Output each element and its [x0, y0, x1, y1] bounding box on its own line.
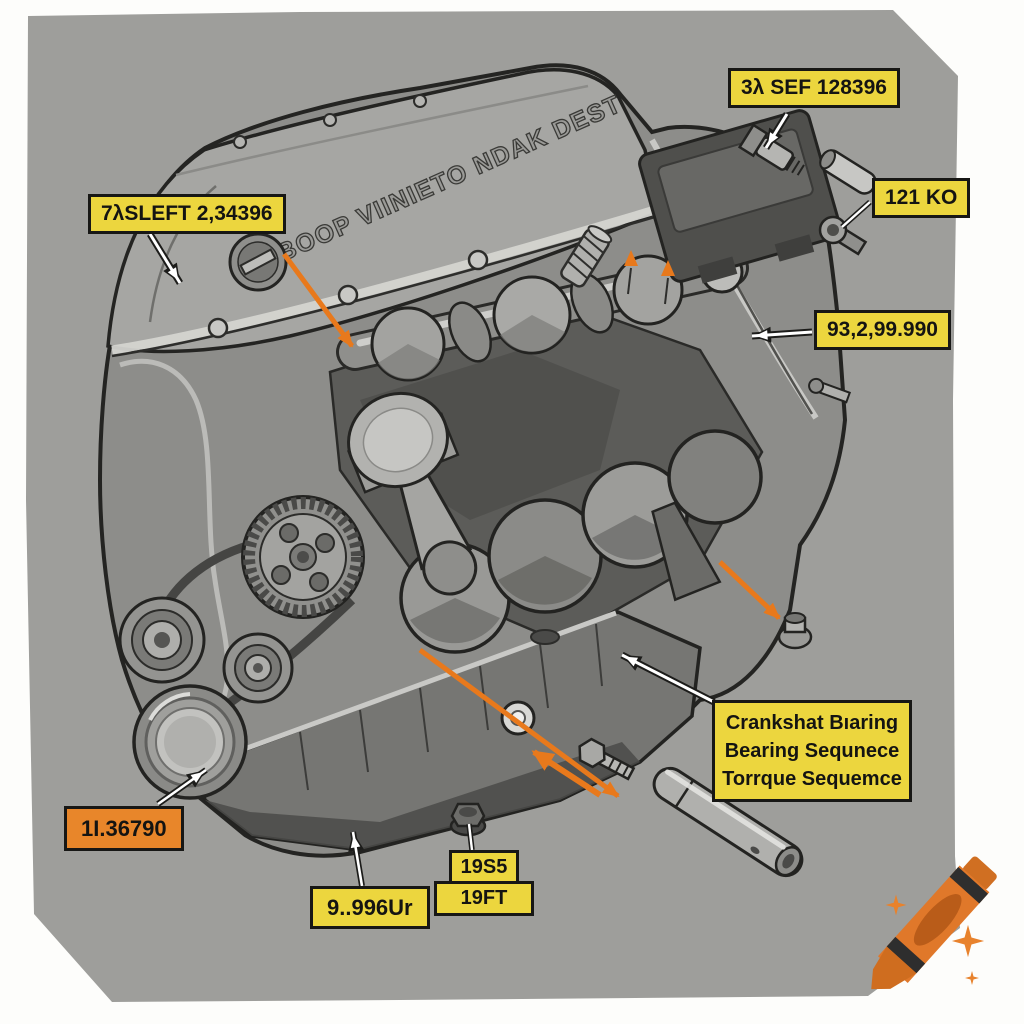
- callout-arrows: [147, 112, 872, 887]
- orange-pin-markers: [624, 250, 675, 305]
- label-cover-spec: 7λSLEFT 2,34396: [88, 194, 286, 235]
- roll-pin: [819, 149, 877, 195]
- sparkle-small: [885, 894, 907, 916]
- socket-bolt: [818, 215, 868, 256]
- crank-label-line2: Bearing Sequnece: [724, 740, 900, 762]
- label-sensor: 3λ SEF 128396: [728, 68, 900, 109]
- orange-arrow-nut: [718, 560, 781, 620]
- arrow-pan-label: [348, 831, 365, 887]
- valve-cover: BOOP VIINIETO NDAK DEST: [106, 68, 661, 358]
- flanged-nut: [777, 612, 813, 650]
- orange-arrow-cover: [281, 252, 355, 348]
- crank-label-line3: Torrque Sequemce: [722, 768, 902, 790]
- timing-gear: [241, 495, 365, 619]
- small-stud: [808, 377, 852, 404]
- label-gasket-number: 93,2,99.990: [814, 310, 951, 351]
- orange-arrow-washer: [531, 749, 602, 798]
- label-pan-number: 9..996Ur: [310, 886, 430, 930]
- orange-arrow-long: [418, 647, 620, 799]
- crayon-icon: [871, 856, 997, 990]
- sensor-stud: [737, 123, 805, 176]
- crank-label-line1: Crankshat Bıaring: [725, 712, 899, 734]
- crankshaft: [399, 429, 763, 654]
- label-seal-number: 1I.36790: [64, 806, 184, 852]
- crank-seal-opening: [132, 684, 248, 800]
- hex-bolt: [578, 737, 636, 781]
- arrow-crank-label: [620, 651, 716, 706]
- label-nut-line1: 19S5: [449, 850, 519, 882]
- piston-conrod: [347, 391, 722, 602]
- arrow-cover-label: [147, 232, 183, 285]
- arrow-sensor-label: [763, 112, 790, 150]
- label-nut-line2: 19FT: [434, 881, 534, 916]
- sparkle-tiny: [965, 971, 979, 985]
- arrow-seal-label: [156, 767, 208, 807]
- label-nut-spec: 19S5 19FT: [434, 850, 534, 916]
- leader-nut-label: [466, 823, 475, 851]
- orange-arrows: [281, 252, 781, 799]
- label-crankshaft-torque: Crankshat Bıaring Bearing Sequnece Torrq…: [712, 700, 912, 802]
- idler-pulley: [118, 596, 206, 684]
- label-torque-ko: 121 KO: [872, 178, 971, 219]
- sparkle-large: [951, 924, 985, 958]
- leader-ko-label: [840, 199, 872, 230]
- oil-cap: [228, 232, 288, 292]
- arrow-gasket-label: [751, 326, 813, 343]
- tensioner-pulley: [222, 632, 294, 704]
- timing-drive: [118, 495, 365, 800]
- dowel-pin: [652, 766, 804, 878]
- valve-spring: [560, 225, 613, 288]
